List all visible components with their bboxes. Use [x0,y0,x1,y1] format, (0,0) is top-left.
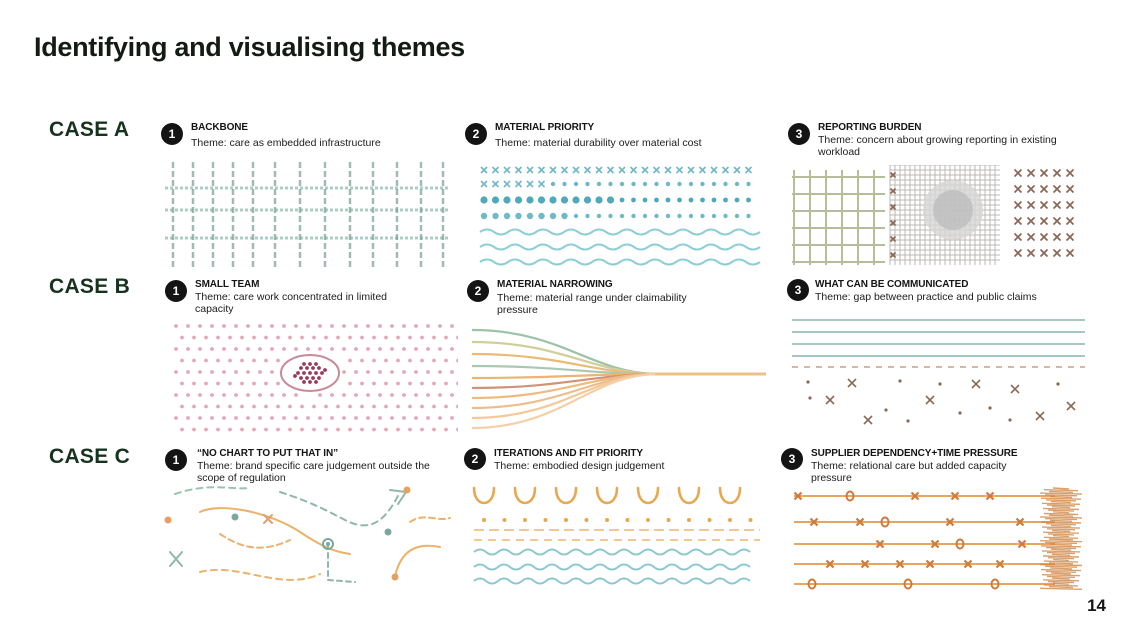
panel-title: MATERIAL NARROWING [497,279,613,290]
panel-theme: Theme: relational care but added capacit… [811,460,1007,484]
panel-title: WHAT CAN BE COMMUNICATED [815,279,969,290]
panel-title: “NO CHART TO PUT THAT IN” [197,448,339,459]
panel-title: BACKBONE [191,122,248,133]
case-b-label: CASE B [49,275,131,298]
material-priority-illustration [479,166,761,266]
panel-theme: Theme: care as embedded infrastructure [191,137,381,149]
page-title: Identifying and visualising themes [34,32,465,62]
case-a-label: CASE A [49,118,130,141]
case-c-label: CASE C [49,445,131,468]
panel-number-badge: 3 [788,123,810,145]
panel-theme: Theme: brand specific care judgement out… [197,460,430,484]
panel-theme: Theme: concern about growing reporting i… [818,134,1057,158]
page-number: 14 [1087,596,1106,615]
panel-number-badge: 2 [467,280,489,302]
panel-number-badge: 3 [781,448,803,470]
panel-theme: Theme: care work concentrated in limited… [195,291,387,315]
panel-title: SMALL TEAM [195,279,260,290]
panel-number-badge: 2 [465,123,487,145]
panel-number-badge: 1 [165,280,187,302]
panel-number-badge: 3 [787,279,809,301]
panel-theme: Theme: embodied design judgement [494,460,665,472]
backbone-grid-illustration [165,162,450,268]
panel-number-badge: 2 [464,448,486,470]
panel-title: REPORTING BURDEN [818,122,922,133]
panel-title: ITERATIONS AND FIT PRIORITY [494,448,643,459]
iterations-illustration [472,486,760,585]
supplier-dependency-illustration [793,487,1083,590]
communication-gap-illustration [792,319,1085,425]
panel-number-badge: 1 [161,123,183,145]
small-team-illustration [174,324,458,432]
panel-theme: Theme: material durability over material… [495,137,702,149]
reporting-burden-illustration [792,165,1075,265]
material-narrowing-illustration [471,328,766,430]
panel-theme: Theme: material range under claimability… [497,292,687,316]
no-chart-illustration [164,486,451,583]
panel-theme: Theme: gap between practice and public c… [815,291,1037,303]
panel-title: MATERIAL PRIORITY [495,122,595,133]
panel-title: SUPPLIER DEPENDENCY+TIME PRESSURE [811,448,1018,459]
panel-number-badge: 1 [165,449,187,471]
